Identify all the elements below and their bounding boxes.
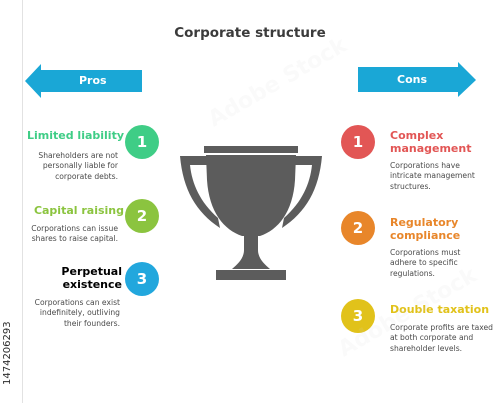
pros-item-title: Capital raising (33, 205, 124, 217)
cons-item-number-badge: 2 (341, 211, 375, 245)
pros-item-number-badge: 1 (125, 125, 159, 159)
cons-label: Cons (397, 73, 428, 86)
pros-item-description: Corporations can exist indefinitely, out… (34, 298, 120, 328)
page-title: Corporate structure (174, 25, 326, 41)
trophy-icon (180, 146, 322, 280)
cons-item-title: Double taxation (390, 303, 490, 316)
cons-item-title: Regulatory compliance (390, 216, 461, 242)
cons-item-number-badge: 3 (341, 299, 375, 333)
cons-item-description: Corporations must adhere to specific reg… (390, 248, 461, 278)
pros-item-number-badge: 3 (125, 262, 159, 296)
pros-item-description: Corporations can issue shares to raise c… (31, 224, 118, 244)
cons-item-description: Corporate profits are taxed at both corp… (390, 323, 494, 353)
cons-item-number-badge: 1 (341, 125, 375, 159)
cons-item-title: Complex management (390, 129, 472, 155)
pros-item-title: Perpetual existence (61, 265, 122, 291)
pros-item-description: Shareholders are not personally liable f… (38, 151, 118, 181)
cons-item-description: Corporations have intricate management s… (390, 161, 475, 191)
pros-label: Pros (79, 74, 107, 87)
pros-item-title: Limited liability (26, 130, 124, 142)
cons-arrow (358, 62, 476, 97)
stock-id-band: 1474206293 (0, 0, 23, 403)
pros-item-number-badge: 2 (125, 199, 159, 233)
pros-arrow (25, 64, 142, 98)
